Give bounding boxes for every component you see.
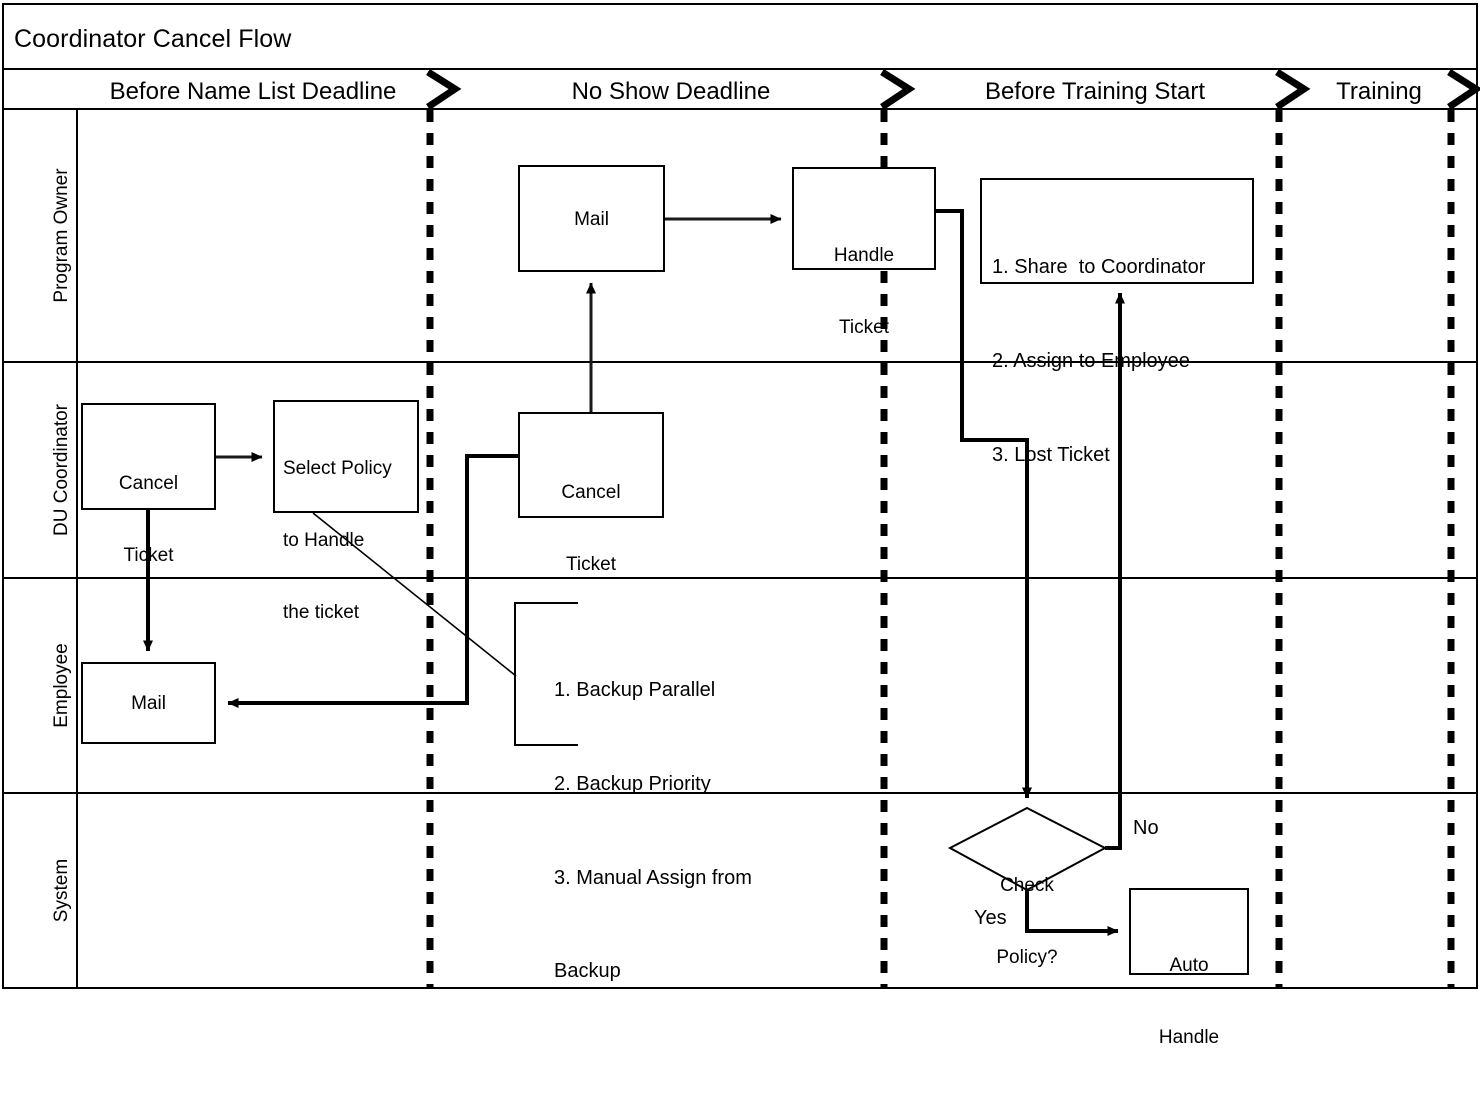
edge-handle-ticket-to-check-policy bbox=[936, 209, 1032, 799]
lane-label-program-owner: Program Owner bbox=[51, 168, 72, 303]
node-po-mail bbox=[518, 165, 665, 272]
node-label-line: Handle bbox=[1158, 1026, 1220, 1048]
edge-label-no: No bbox=[1133, 817, 1159, 839]
node-du-cancel-ticket-2 bbox=[518, 412, 664, 518]
note-line: 3. Lost Ticket bbox=[992, 443, 1110, 466]
node-label-po-options-note: 1. Share to Coordinator 2. Assign to Emp… bbox=[992, 190, 1254, 533]
phase-label-before-training-start: Before Training Start bbox=[984, 78, 1206, 105]
phase-chevron-3 bbox=[1275, 69, 1311, 110]
lane-dividers bbox=[3, 361, 1477, 794]
node-label-du-select-policy: Select Policy to Handle the ticket bbox=[278, 409, 415, 672]
node-label-sys-auto-handle: Auto Handle bbox=[1130, 906, 1248, 1098]
note-line: 1. Backup Parallel bbox=[554, 679, 716, 702]
note-line: Backup bbox=[554, 960, 621, 983]
node-du-cancel-ticket-1 bbox=[81, 403, 216, 510]
phase-label-before-name-list-deadline: Before Name List Deadline bbox=[109, 78, 397, 105]
node-label-line: Policy? bbox=[996, 946, 1058, 968]
node-emp-backup-note bbox=[514, 602, 578, 746]
edge-cancel-ticket-2-to-emp-mail bbox=[227, 454, 518, 708]
note-line: 2. Backup Priority bbox=[554, 772, 711, 795]
node-label-po-handle-ticket: Handle Ticket bbox=[793, 196, 935, 388]
node-label-line: Ticket bbox=[123, 544, 174, 566]
diagram-canvas bbox=[2, 3, 1480, 989]
node-label-line: Ticket bbox=[566, 553, 616, 575]
lane-label-du-coordinator: DU Coordinator bbox=[51, 404, 72, 536]
node-label-po-mail: Mail bbox=[574, 209, 609, 230]
edge-check-policy-no-to-options-note bbox=[1105, 292, 1125, 850]
node-label-line: to Handle bbox=[283, 529, 365, 551]
edge-label-yes: Yes bbox=[974, 907, 1007, 929]
node-label-du-cancel-ticket-1: Cancel Ticket bbox=[82, 424, 215, 616]
node-label-emp-backup-note: 1. Backup Parallel 2. Backup Priority 3.… bbox=[554, 613, 854, 1050]
lane-label-system: System bbox=[51, 858, 72, 923]
node-emp-mail bbox=[81, 662, 216, 744]
node-label-line: Select Policy bbox=[283, 457, 392, 479]
node-label-emp-mail: Mail bbox=[131, 693, 166, 714]
node-label-line: Check bbox=[1000, 874, 1054, 896]
diagram-frame bbox=[2, 3, 1478, 989]
node-label-line: Cancel bbox=[561, 481, 621, 503]
node-label-line: Ticket bbox=[839, 316, 889, 338]
node-label-line: Cancel bbox=[118, 472, 179, 494]
phase-chevron-4 bbox=[1447, 69, 1480, 110]
node-label-sys-check-policy: Check Policy? bbox=[957, 826, 1097, 1018]
phase-chevron-1 bbox=[426, 69, 462, 110]
edge-select-policy-to-backup-note bbox=[312, 512, 517, 677]
swimlane-diagram: Coordinator Cancel Flow Before Name List… bbox=[2, 3, 1480, 1048]
node-du-select-policy bbox=[273, 400, 419, 513]
phase-label-no-show-deadline: No Show Deadline bbox=[571, 78, 771, 105]
page-title: Coordinator Cancel Flow bbox=[14, 25, 292, 53]
node-label-line: the ticket bbox=[283, 601, 360, 623]
edge-check-policy-yes-to-auto-handle bbox=[1025, 890, 1119, 936]
note-line: 2. Assign to Employee bbox=[992, 349, 1190, 372]
node-po-options-note bbox=[980, 178, 1254, 284]
note-line: 3. Manual Assign from bbox=[554, 866, 752, 889]
node-label-du-cancel-ticket-2: Cancel Ticket bbox=[519, 433, 663, 625]
lane-label-employee: Employee bbox=[51, 643, 72, 728]
phase-label-training: Training bbox=[1336, 78, 1422, 105]
node-label-line: Handle bbox=[833, 244, 895, 266]
note-line: 1. Share to Coordinator bbox=[992, 256, 1206, 279]
phase-chevron-2 bbox=[880, 69, 916, 110]
phase-chevrons bbox=[426, 69, 1480, 110]
node-label-line: Auto bbox=[1169, 954, 1209, 976]
node-po-handle-ticket bbox=[792, 167, 936, 270]
node-sys-auto-handle bbox=[1129, 888, 1249, 975]
